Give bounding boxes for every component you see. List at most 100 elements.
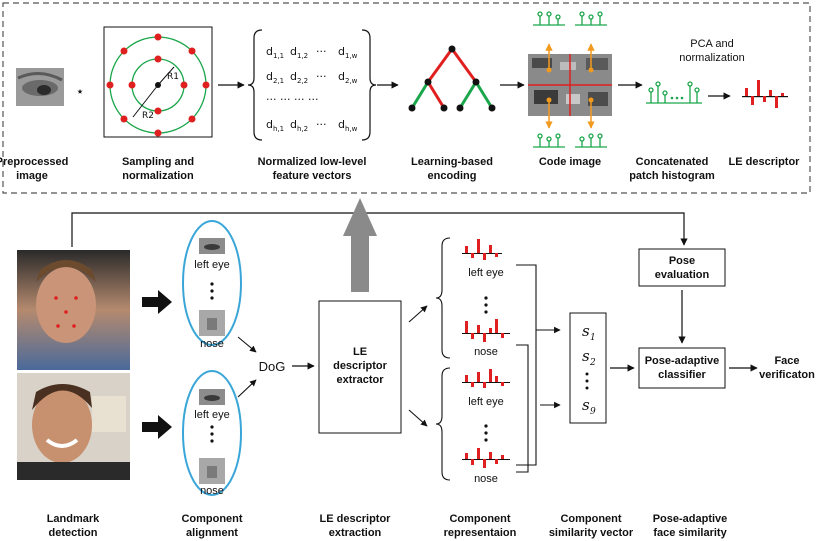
- svg-text:Preprocessed: Preprocessed: [0, 156, 68, 168]
- feedback-line-to-pose: [71, 212, 688, 247]
- svg-text:Component: Component: [560, 513, 621, 525]
- radius-r2-label: R2: [142, 111, 154, 121]
- matrix-row-1: d 1,1 d 1,2 ··· d 1,w: [266, 45, 358, 60]
- svg-text:representaion: representaion: [444, 527, 517, 539]
- svg-text:Concatenated: Concatenated: [636, 156, 709, 168]
- svg-text:1,2: 1,2: [297, 52, 308, 60]
- sampling-diagram: [103, 26, 213, 138]
- rep-left-eye-bottom: left eye: [468, 396, 503, 408]
- dog-label: DoG: [259, 359, 286, 374]
- svg-text:1: 1: [590, 333, 596, 343]
- svg-text:9: 9: [590, 407, 596, 417]
- le-extractor-line-1: LE: [353, 346, 367, 358]
- pca-label-1: PCA and: [690, 38, 733, 50]
- alignment-left-eye-top: left eye: [194, 259, 229, 271]
- rep-dots-bottom: [484, 424, 488, 442]
- face-verification-line-2: verificaton: [759, 369, 815, 381]
- alignment-left-eye-bottom: left eye: [194, 409, 229, 421]
- svg-text:d: d: [338, 45, 345, 58]
- svg-text:d: d: [266, 45, 273, 58]
- rep-dots-top: [484, 296, 488, 314]
- similarity-vector-box: [569, 312, 607, 424]
- rep-brace-bottom: [435, 367, 451, 481]
- encoding-tree: [408, 45, 496, 112]
- svg-text:1,w: 1,w: [345, 52, 358, 60]
- concatenated-histogram: [646, 81, 702, 104]
- svg-text:Component: Component: [181, 513, 242, 525]
- svg-text:d: d: [290, 45, 297, 58]
- bracket-left-eye-pair: [516, 264, 537, 466]
- arrow-top-to-dog: [237, 336, 257, 353]
- convolution-symbol: ⋆: [76, 84, 85, 100]
- svg-text:extraction: extraction: [329, 527, 382, 539]
- svg-text:1,1: 1,1: [273, 52, 284, 60]
- rep-hist-1: [462, 239, 502, 260]
- svg-text:s: s: [582, 396, 590, 414]
- alignment-nose-top: nose: [200, 338, 224, 350]
- le-extractor-line-2: descriptor: [333, 360, 388, 372]
- matrix-ellipsis-row: ··· ··· ··· ···: [266, 93, 318, 106]
- arrow-extractor-to-top-rep: [408, 305, 428, 323]
- matrix-row-2: d 2,1 d 2,2 ··· d 2,w: [266, 70, 358, 85]
- rep-nose-bottom: nose: [474, 473, 498, 485]
- svg-text:LE descriptor: LE descriptor: [729, 156, 801, 168]
- svg-text:s: s: [582, 347, 590, 365]
- face-photo-bottom: [17, 373, 130, 480]
- rep-hist-2: [462, 319, 510, 342]
- svg-text:Pose-adaptive: Pose-adaptive: [653, 513, 728, 525]
- top-captions: Preprocessed image Sampling and normaliz…: [0, 156, 800, 182]
- svg-text:image: image: [16, 170, 48, 182]
- feature-matrix: [247, 29, 377, 141]
- top-panel-frame: [2, 2, 811, 194]
- pose-classifier-line-1: Pose-adaptive: [645, 355, 720, 367]
- svg-text:d: d: [338, 70, 345, 83]
- pose-classifier-line-2: classifier: [658, 369, 706, 381]
- svg-text:face similarity: face similarity: [653, 527, 727, 539]
- pca-label-2: normalization: [679, 52, 744, 64]
- svg-text:···: ···: [316, 45, 327, 58]
- code-image-arrows: [545, 43, 595, 129]
- svg-text:Landmark: Landmark: [47, 513, 100, 525]
- rep-brace-top: [435, 237, 451, 359]
- svg-text:encoding: encoding: [428, 170, 477, 182]
- radius-r1-label: R1: [167, 72, 179, 82]
- svg-text:h,2: h,2: [297, 125, 308, 133]
- le-extractor-line-3: extractor: [336, 374, 384, 386]
- le-extractor-box: [318, 300, 402, 434]
- svg-text:Component: Component: [449, 513, 510, 525]
- svg-text:d: d: [290, 118, 297, 131]
- pose-evaluation-line-1: Pose: [669, 255, 695, 267]
- arrow-extractor-to-bottom-rep: [408, 409, 428, 427]
- alignment-nose-bottom: nose: [200, 485, 224, 497]
- le-descriptor-bars: [742, 80, 788, 108]
- pose-classifier-box: [638, 347, 726, 389]
- svg-text:Learning-based: Learning-based: [411, 156, 493, 168]
- arrow-bottom-to-dog: [237, 379, 257, 398]
- face-photo-top: [17, 250, 130, 370]
- svg-text:2,1: 2,1: [273, 77, 284, 85]
- svg-text:feature vectors: feature vectors: [273, 170, 352, 182]
- svg-text:alignment: alignment: [186, 527, 238, 539]
- svg-text:2: 2: [589, 358, 596, 368]
- svg-text:patch histogram: patch histogram: [629, 170, 715, 182]
- bottom-captions: Landmark detection Component alignment L…: [47, 513, 728, 539]
- svg-text:LE descriptor: LE descriptor: [320, 513, 392, 525]
- svg-text:d: d: [290, 70, 297, 83]
- svg-text:···: ···: [316, 118, 327, 131]
- component-ellipse-bottom: [182, 370, 242, 496]
- rep-nose-top: nose: [474, 346, 498, 358]
- pose-evaluation-box: [638, 248, 726, 287]
- component-patches: [199, 238, 225, 484]
- mini-histograms: [533, 11, 607, 148]
- rep-hist-4: [462, 448, 510, 468]
- matrix-row-h: d h,1 d h,2 ··· d h,w: [266, 118, 358, 133]
- svg-text:2,2: 2,2: [297, 77, 308, 85]
- svg-text:similarity vector: similarity vector: [549, 527, 634, 539]
- svg-text:Code image: Code image: [539, 156, 601, 168]
- svg-text:s: s: [582, 322, 590, 340]
- bracket-nose-pair: [516, 344, 529, 473]
- pose-evaluation-line-2: evaluation: [655, 269, 710, 281]
- code-image: [528, 54, 612, 116]
- svg-text:detection: detection: [49, 527, 98, 539]
